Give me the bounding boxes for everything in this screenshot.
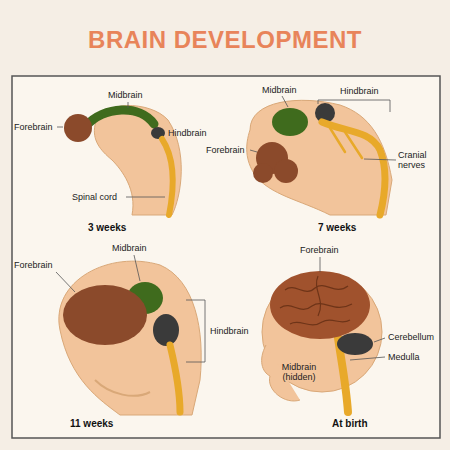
embryo-3-weeks xyxy=(64,106,181,215)
part-label: Cerebellum xyxy=(388,332,434,342)
title: BRAIN DEVELOPMENT xyxy=(0,26,450,54)
frame xyxy=(12,76,440,438)
leader-lines xyxy=(250,96,396,160)
leader-lines xyxy=(56,255,205,362)
leader-lines xyxy=(320,257,385,360)
stage-label: 7 weeks xyxy=(318,222,356,234)
part-label: Cranial nerves xyxy=(398,150,440,170)
leader-lines xyxy=(57,102,165,197)
part-label: Medulla xyxy=(388,352,420,362)
embryo-11-weeks xyxy=(59,261,201,415)
part-label: Forebrain xyxy=(300,245,339,255)
stage-label: At birth xyxy=(332,418,368,430)
part-label: Midbrain xyxy=(112,243,147,253)
part-label: Forebrain xyxy=(14,122,53,132)
part-label: Hindbrain xyxy=(168,128,207,138)
embryo-7-weeks xyxy=(247,100,392,215)
stage-label: 3 weeks xyxy=(88,222,126,234)
part-label: Spinal cord xyxy=(72,192,117,202)
baby-head xyxy=(262,271,382,412)
part-label: Hindbrain xyxy=(210,326,249,336)
stage-label: 11 weeks xyxy=(70,418,113,430)
part-label: Midbrain xyxy=(108,90,143,100)
part-label: Forebrain xyxy=(206,145,245,155)
part-label: Midbrain xyxy=(262,85,297,95)
part-label: Midbrain (hidden) xyxy=(272,362,326,382)
part-label: Forebrain xyxy=(14,260,53,270)
part-label: Hindbrain xyxy=(340,86,379,96)
